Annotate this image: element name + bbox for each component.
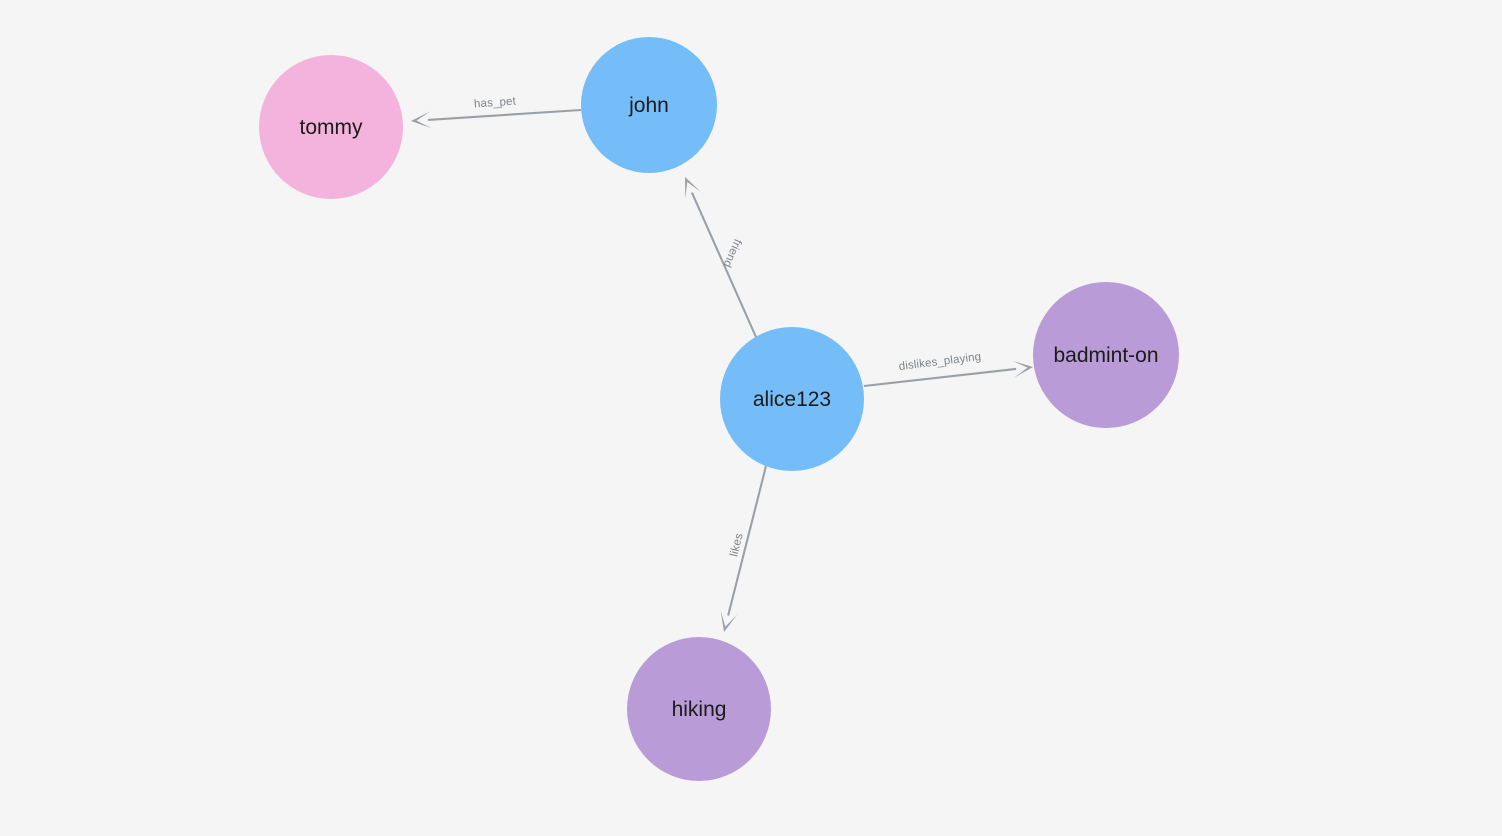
graph-edge[interactable]: friend <box>685 177 757 338</box>
edge-line <box>427 108 582 121</box>
graph-edge[interactable]: likes <box>720 465 768 632</box>
graph-node-label: tommy <box>299 115 363 139</box>
graph-node-label: alice123 <box>752 387 832 411</box>
edge-arrowhead-icon <box>685 177 701 199</box>
graph-node-badminton[interactable]: badmint-on <box>1033 282 1179 428</box>
graph-node-label: badmint-on <box>1053 343 1159 367</box>
edge-arrowhead-icon <box>720 610 738 632</box>
edge-label: friend <box>720 237 743 269</box>
edge-arrowhead-icon <box>1012 360 1033 378</box>
edge-label: likes <box>728 532 745 558</box>
graph-edge[interactable]: dislikes_playing <box>863 351 1033 388</box>
edge-label: has_pet <box>474 96 517 111</box>
graph-node-label: john <box>629 93 669 117</box>
graph-node-alice123[interactable]: alice123 <box>720 327 864 471</box>
graph-node-hiking[interactable]: hiking <box>627 637 771 781</box>
edge-arrowhead-icon <box>411 111 432 129</box>
edge-line <box>863 367 1017 388</box>
graph-node-label: hiking <box>671 697 727 721</box>
graph-edge[interactable]: has_pet <box>411 96 582 129</box>
edge-label: dislikes_playing <box>898 351 982 373</box>
graph-node-tommy[interactable]: tommy <box>259 55 403 199</box>
graph-node-john[interactable]: john <box>581 37 717 173</box>
edge-line <box>727 465 768 616</box>
edge-line <box>690 192 757 338</box>
